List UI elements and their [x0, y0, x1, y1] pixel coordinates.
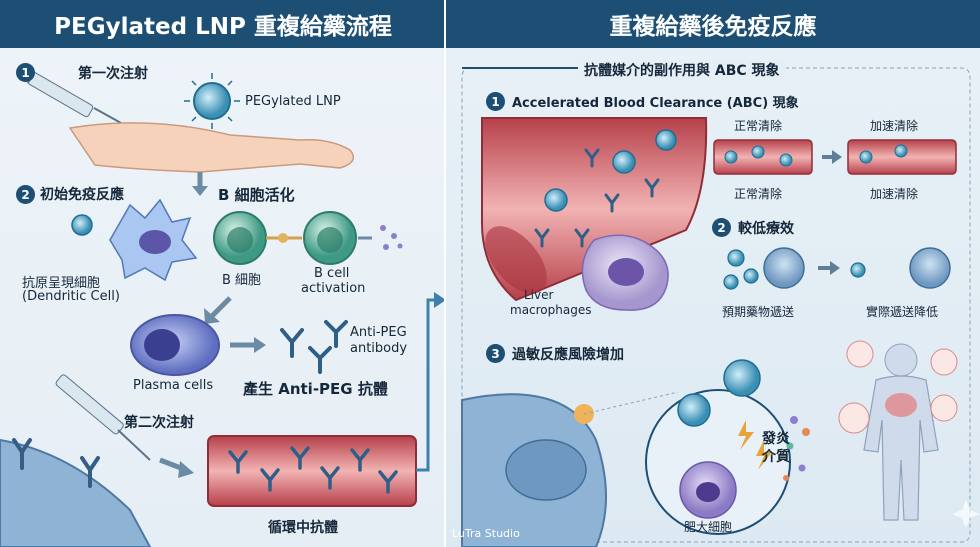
arm-illustration	[68, 122, 355, 173]
actual-delivery-label: 實際遞送降低	[866, 305, 939, 319]
fast-clearance-bottom: 加速清除	[870, 187, 919, 201]
apc-sub-label: (Dendritic Cell)	[22, 289, 120, 304]
macrophage-icon	[581, 234, 669, 311]
normal-clearance-top: 正常清除	[734, 119, 783, 133]
blood-vessel-illustration	[207, 435, 417, 507]
antibody-icon	[280, 320, 348, 374]
dendritic-cell-icon	[109, 198, 198, 282]
plasma-label: Plasma cells	[133, 378, 214, 393]
efficacy-badge: 2	[712, 218, 731, 237]
step-1-badge: 1	[16, 63, 35, 82]
liver-line1: Liver	[524, 288, 554, 302]
b-activation-label: B 細胞活化	[218, 186, 295, 204]
allergy-badge: 3	[486, 344, 505, 363]
b-cell-act-line1: B cell	[314, 266, 350, 281]
left-header: PEGylated LNP 重複給藥流程	[0, 0, 446, 48]
produce-antibody-label: 產生 Anti-PEG 抗體	[243, 380, 388, 398]
circulating-antibody-label: 循環中抗體	[268, 520, 338, 536]
abc-title: Accelerated Blood Clearance (ABC) 現象	[512, 96, 799, 111]
normal-clearance-bottom: 正常清除	[734, 187, 783, 201]
b-cell-act-line2: activation	[301, 281, 366, 296]
abc-badge: 1	[486, 92, 505, 111]
right-header: 重複給藥後免疫反應	[446, 0, 980, 48]
mediator-line1: 發炎	[762, 431, 790, 447]
right-subtitle: 抗體媒介的副作用與 ABC 現象	[578, 60, 786, 80]
syringe-icon	[55, 374, 151, 461]
left-panel: PEGylated LNP 重複給藥流程	[0, 0, 446, 547]
lnp-label: PEGylated LNP	[245, 94, 341, 109]
antibody-line1: Anti-PEG	[350, 325, 407, 340]
expected-delivery-label: 預期藥物遞送	[722, 305, 795, 319]
step-2-badge: 2	[16, 185, 35, 204]
second-injection-label: 第二次注射	[124, 415, 194, 431]
efficacy-title: 較低療效	[738, 221, 794, 237]
mast-cell-icon	[679, 461, 737, 519]
allergy-title: 過敏反應風險增加	[512, 347, 624, 363]
lnp-particle-icon	[184, 73, 240, 129]
right-panel: 重複給藥後免疫反應	[446, 0, 980, 547]
initial-immune-label: 初始免疫反應	[40, 187, 124, 203]
right-illustration	[461, 67, 980, 547]
organ-icons	[838, 340, 958, 434]
mediator-line2: 介質	[762, 449, 790, 465]
b-cell-activated-icon	[303, 211, 357, 265]
blood-vessel-illustration	[480, 117, 708, 302]
liver-line2: macrophages	[510, 303, 592, 317]
left-illustration	[0, 71, 446, 547]
plasma-cell-icon	[130, 314, 220, 376]
credit-label: LuTra Studio	[452, 527, 520, 540]
first-injection-label: 第一次注射	[78, 66, 148, 82]
b-cell-icon	[213, 211, 267, 265]
human-body-icon	[863, 343, 939, 521]
panel-divider	[444, 0, 447, 547]
apc-label: 抗原呈現細胞	[22, 276, 101, 291]
antibody-line2: antibody	[350, 341, 408, 356]
mast-cell-label: 肥大細胞	[684, 520, 733, 534]
b-cell-label: B 細胞	[222, 273, 262, 288]
fast-clearance-top: 加速清除	[870, 119, 919, 133]
